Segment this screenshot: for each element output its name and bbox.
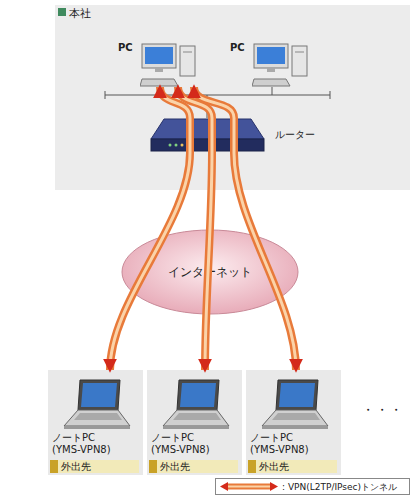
vpn-tunnel xyxy=(110,87,190,370)
node-title: ノートPC (YMS-VPN8) xyxy=(52,432,118,456)
node-title: 本社 xyxy=(69,6,91,21)
node-icon xyxy=(140,42,198,87)
node-icon xyxy=(64,410,130,426)
lan-drop xyxy=(272,87,273,95)
node-icon xyxy=(140,79,178,86)
node-icon xyxy=(257,47,285,64)
tunnel-inner xyxy=(178,87,212,370)
tunnel-inner xyxy=(194,87,296,370)
node-icon xyxy=(78,380,120,410)
node-icon xyxy=(267,68,275,72)
node-icon xyxy=(150,118,265,153)
lan-drop xyxy=(207,95,208,118)
node-icon xyxy=(254,44,288,68)
node-title: PC xyxy=(230,42,245,53)
remote-box: ノートPC (YMS-VPN8) 外出先 xyxy=(246,370,341,475)
node-icon xyxy=(262,410,328,426)
node-icon xyxy=(60,376,135,431)
legend-sample xyxy=(270,482,278,491)
legend-sample xyxy=(220,482,228,491)
node-icon xyxy=(145,47,173,64)
tunnel-heads xyxy=(194,87,296,370)
vpn-tunnel xyxy=(178,87,212,370)
office-box: 本社 PC PC ルーター xyxy=(55,5,410,190)
node-icon xyxy=(151,139,264,151)
node-label: 外出先 xyxy=(248,460,337,473)
tunnel-outer xyxy=(110,87,190,370)
pc-node: PC xyxy=(140,42,198,87)
remote-box: ノートPC (YMS-VPN8) 外出先 xyxy=(147,370,242,475)
tunnel-heads xyxy=(110,87,190,370)
pc-node: PC xyxy=(252,42,310,87)
node-icon xyxy=(262,426,328,429)
node-icon xyxy=(177,380,219,410)
legend-sample xyxy=(220,479,280,494)
node-icon xyxy=(151,119,264,139)
node-icon xyxy=(279,383,315,407)
lan-drop xyxy=(158,87,159,95)
node-title: ノートPC (YMS-VPN8) xyxy=(250,432,316,456)
node-icon xyxy=(155,68,163,72)
node-icon xyxy=(180,46,195,76)
node-icon xyxy=(169,144,172,147)
remote-box: ノートPC (YMS-VPN8) 外出先 xyxy=(48,370,143,475)
node-icon xyxy=(163,426,229,429)
internet-cloud: インターネット xyxy=(120,228,300,316)
node-icon xyxy=(81,383,117,407)
node-title: インターネット xyxy=(120,264,300,281)
legend-sample xyxy=(226,484,270,490)
vpn-tunnel xyxy=(194,87,296,370)
node-icon xyxy=(292,46,307,76)
tunnel-heads xyxy=(178,87,212,370)
lan-end xyxy=(105,91,106,99)
office-marker xyxy=(58,8,66,16)
legend-sample xyxy=(226,486,270,488)
node-icon xyxy=(258,376,333,431)
node-title: ルーター xyxy=(275,128,315,142)
node-icon xyxy=(159,376,234,431)
legend-box: : VPN(L2TP/IPsec)トンネル xyxy=(215,478,410,495)
node-icon xyxy=(183,52,192,53)
node-label: 外出先 xyxy=(149,460,238,473)
tunnel-outer xyxy=(178,87,212,370)
node-icon xyxy=(74,413,122,420)
lan-end xyxy=(330,91,331,99)
node-icon xyxy=(175,144,178,147)
node-icon xyxy=(295,52,304,53)
node-icon xyxy=(173,413,221,420)
node-title: PC xyxy=(118,42,133,53)
node-icon xyxy=(181,144,184,147)
node-title: ノートPC (YMS-VPN8) xyxy=(151,432,217,456)
tunnel-outer xyxy=(194,87,296,370)
router-node: ルーター xyxy=(150,118,265,153)
node-icon xyxy=(180,383,216,407)
node-icon xyxy=(163,410,229,426)
ellipsis-label: ・・・ xyxy=(362,402,404,419)
node-icon xyxy=(276,380,318,410)
node-icon xyxy=(252,79,290,86)
node-icon xyxy=(142,44,176,68)
legend-text: : VPN(L2TP/IPsec)トンネル xyxy=(282,481,397,494)
node-label: 外出先 xyxy=(50,460,139,473)
tunnel-inner xyxy=(110,87,190,370)
lan-line xyxy=(105,95,330,96)
node-icon xyxy=(64,426,130,429)
node-icon xyxy=(272,413,320,420)
node-icon xyxy=(252,42,310,87)
